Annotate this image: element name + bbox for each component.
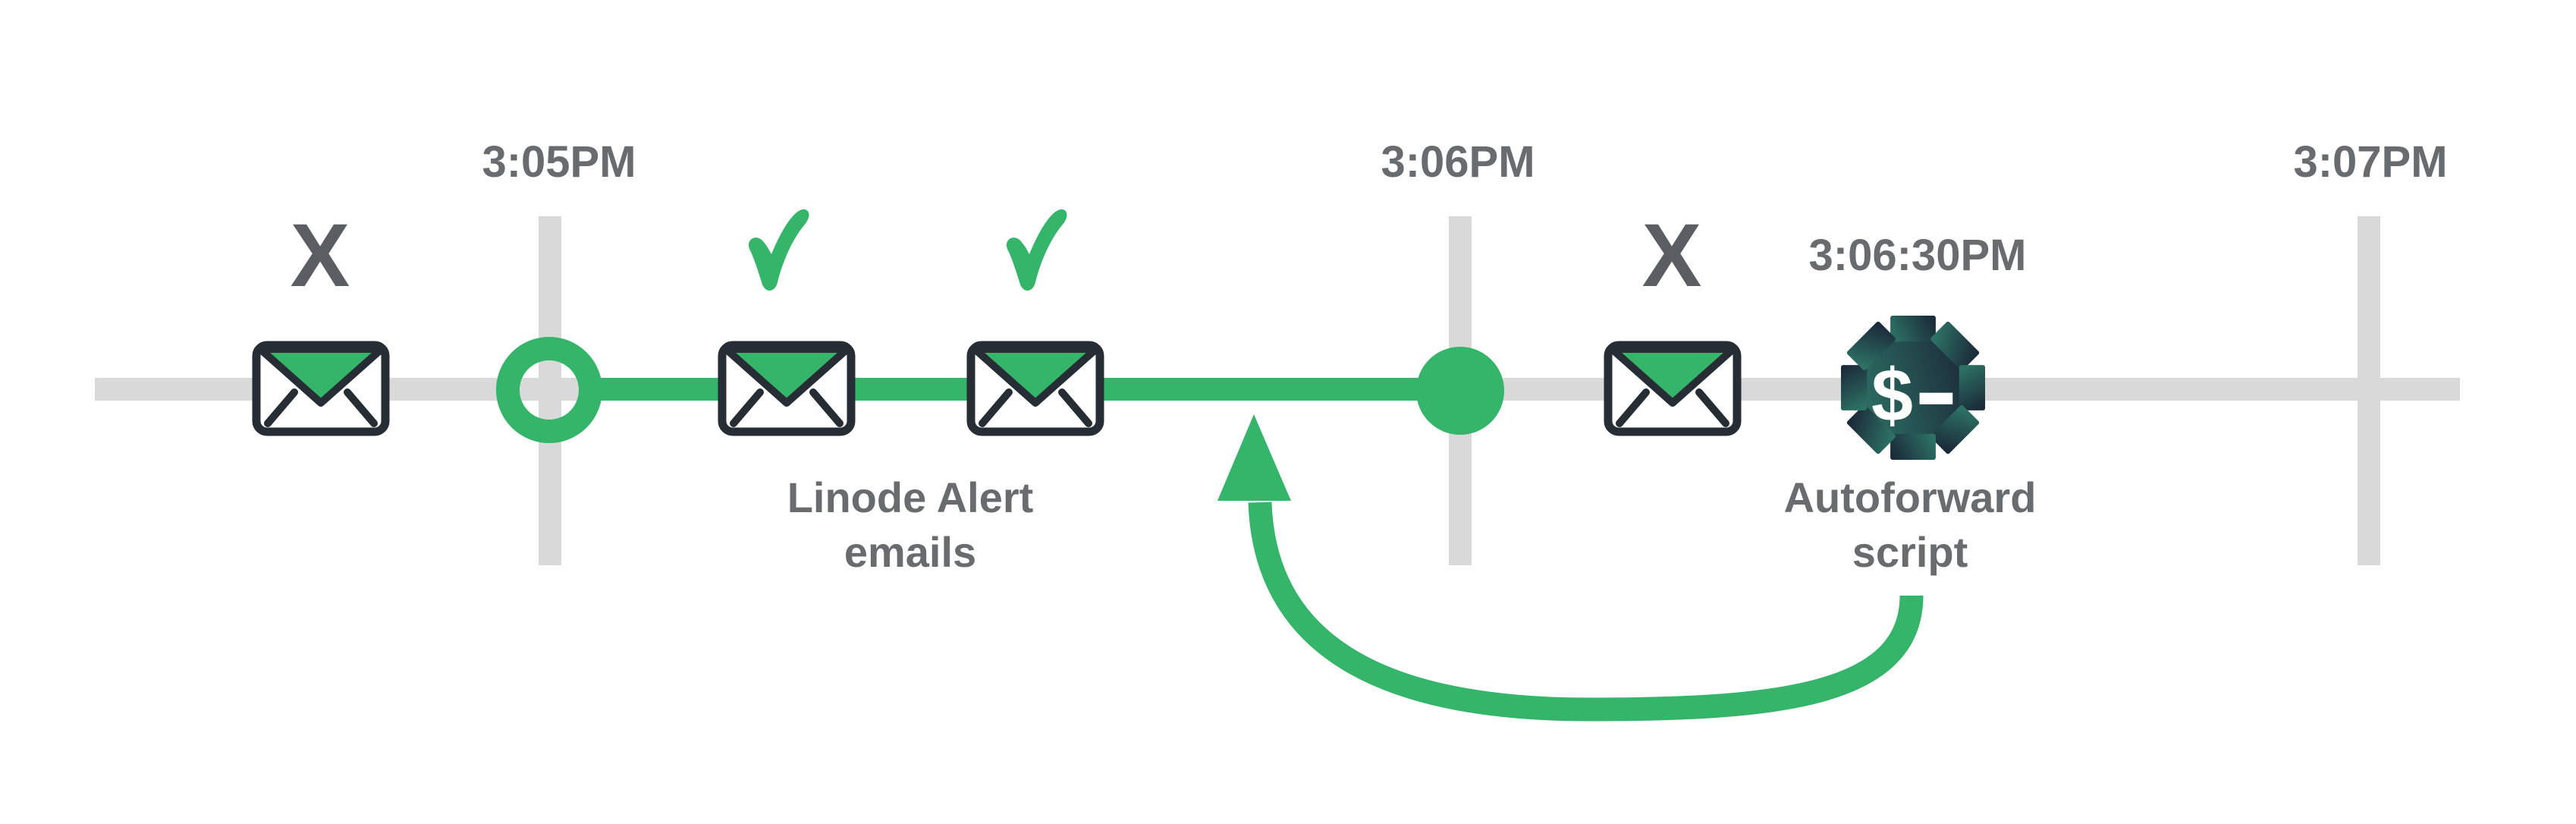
linode-alert-line1: Linode Alert xyxy=(787,473,1034,521)
timeline-end-dot-icon xyxy=(1416,347,1504,435)
autoforward-line2: script xyxy=(1852,528,1968,576)
envelope-icon xyxy=(1604,341,1742,436)
x-mark-right: X xyxy=(1641,206,1702,306)
time-label-3-06: 3:06PM xyxy=(1381,137,1535,187)
autoforward-gear-icon: $ xyxy=(1841,316,1985,460)
linode-alert-line2: emails xyxy=(843,528,977,576)
underscore-dash xyxy=(1919,392,1953,404)
autoforward-line1: Autoforward xyxy=(1783,473,2037,521)
event-time-label: 3:06:30PM xyxy=(1808,231,2027,280)
envelope-icon xyxy=(718,341,856,436)
envelope-icon xyxy=(966,341,1104,436)
loop-arrow-icon xyxy=(1217,414,1924,722)
autoforward-script-label: Autoforward script xyxy=(1682,470,2138,580)
time-label-3-07: 3:07PM xyxy=(2293,137,2448,187)
checkmark-icon xyxy=(740,202,816,302)
x-mark-left: X xyxy=(290,206,350,306)
dollar-sign: $ xyxy=(1871,354,1913,437)
time-label-3-05: 3:05PM xyxy=(482,137,636,187)
checkmark-icon xyxy=(998,202,1074,302)
timeline-start-ring-icon xyxy=(496,337,602,443)
linode-alert-emails-label: Linode Alert emails xyxy=(683,470,1138,580)
envelope-icon xyxy=(252,341,390,436)
